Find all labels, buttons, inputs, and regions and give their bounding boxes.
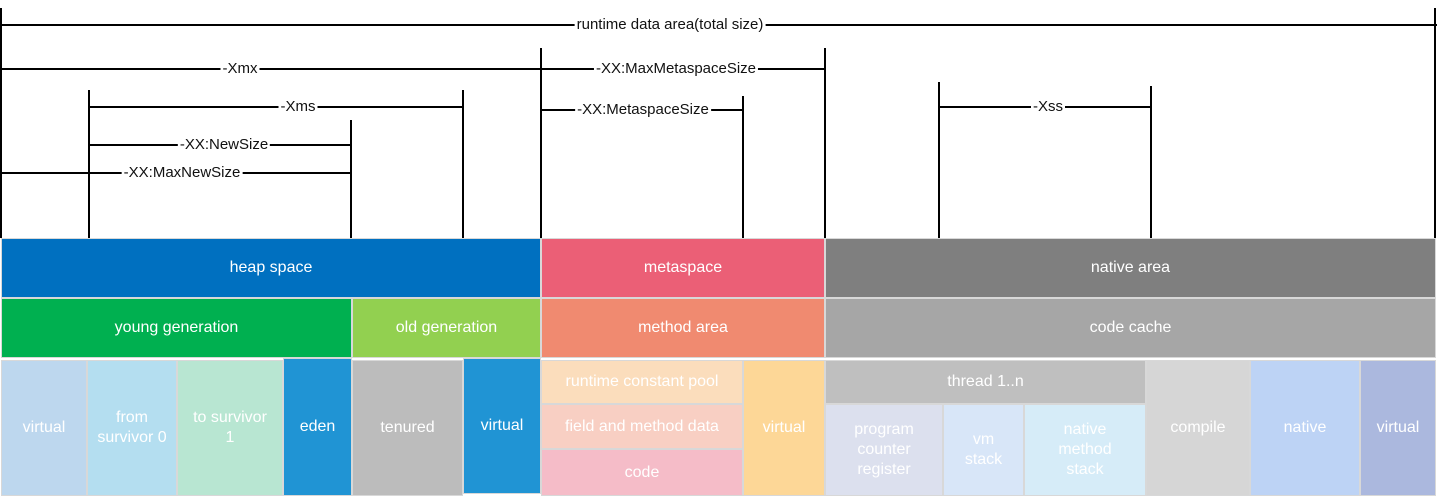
heap-virtual-block: virtual [1,360,87,496]
young-generation-block: young generation [1,298,352,358]
native-area-block: native area [825,238,1436,298]
program-counter-block: program counter register [825,404,943,496]
native-method-stack-block: native method stack [1024,404,1146,496]
method-area-block: method area [541,298,825,358]
tenured-block: tenured [352,360,463,496]
tick-xss-start [938,82,940,238]
metaspace-block: metaspace [541,238,825,298]
tick-metaspace-end [824,48,826,238]
runtime-label: runtime data area(total size) [574,16,766,34]
heap-space-block: heap space [1,238,541,298]
metaspace-size-label: -XX:MetaspaceSize [575,101,711,119]
compile-block: compile [1146,360,1250,496]
new-size-label: -XX:NewSize [177,136,271,154]
metaspace-virtual-block: virtual [743,360,825,496]
runtime-constant-pool-block: runtime constant pool [541,360,743,404]
old-generation-block: old generation [352,298,541,358]
native-virtual-block: virtual [1360,360,1436,496]
code-cache-block: code cache [825,298,1436,358]
vm-stack-block: vm stack [943,404,1024,496]
to-survivor-block: to survivor 1 [177,360,283,496]
tick-xss-end [1150,86,1152,238]
thread-block: thread 1..n [825,360,1146,404]
max-new-size-label: -XX:MaxNewSize [121,164,243,182]
xss-label: -Xss [1031,98,1065,116]
tick-metaspace-size-end [742,96,744,238]
eden-block: eden [283,358,352,496]
tick-xms-end [462,90,464,238]
xmx-line [0,68,826,70]
tick-young-end [350,120,352,238]
native-block: native [1250,360,1360,496]
tick-young-start [88,90,90,238]
xmx-label: -Xmx [220,60,260,78]
tick-left [0,8,2,238]
max-metaspace-label: -XX:MaxMetaspaceSize [593,60,759,78]
tick-right [1434,8,1436,238]
xms-line [88,106,464,108]
field-method-data-block: field and method data [541,404,743,449]
from-survivor-block: from survivor 0 [87,360,177,496]
xms-label: -Xms [278,98,318,116]
code-block: code [541,449,743,496]
old-virtual-block: virtual [463,358,541,494]
tick-heap-end [540,48,542,238]
